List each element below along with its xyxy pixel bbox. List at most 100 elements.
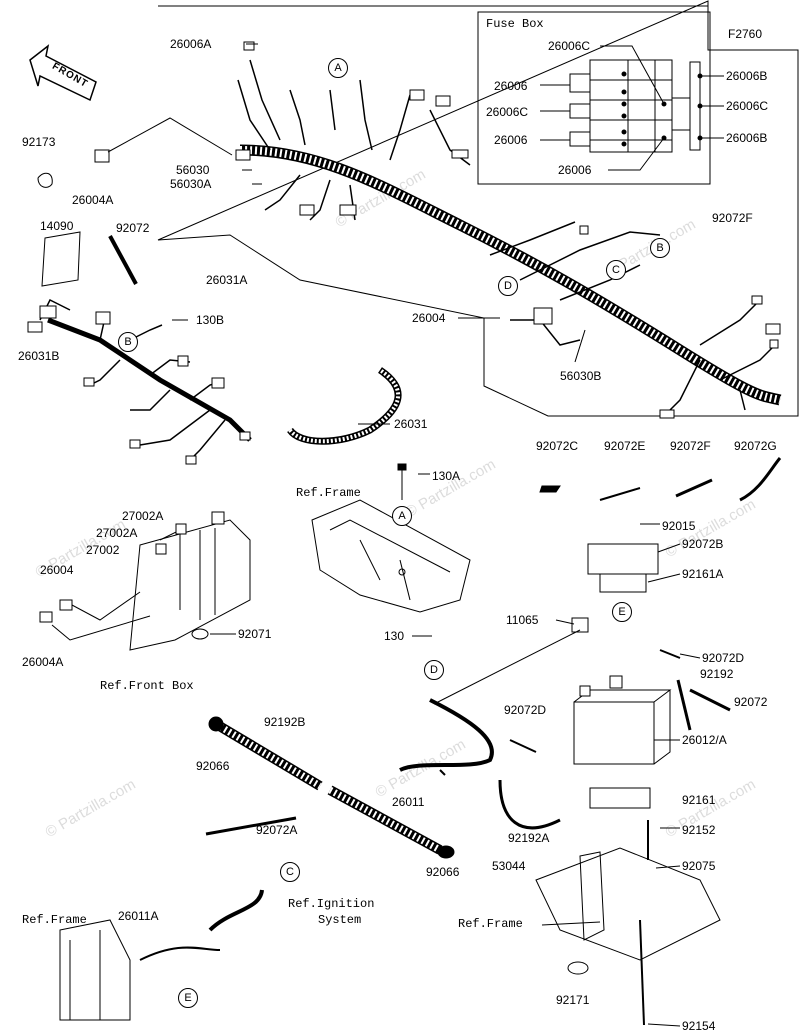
label-92192[interactable]: 92192 bbox=[700, 667, 734, 681]
harness-branches bbox=[237, 59, 776, 411]
callout-c: C bbox=[280, 862, 300, 882]
label-130B[interactable]: 130B bbox=[196, 313, 225, 327]
label-ref-front-box: Ref.Front Box bbox=[100, 679, 194, 693]
callout-c: C bbox=[606, 260, 626, 280]
tie-92072D-mid bbox=[509, 739, 537, 753]
label-11065[interactable]: 11065 bbox=[506, 613, 539, 627]
part-92071-grommet bbox=[191, 628, 209, 640]
label-53044[interactable]: 53044 bbox=[492, 859, 526, 873]
tie-92072E bbox=[599, 487, 641, 501]
battery-holddown-92072B bbox=[587, 543, 659, 575]
part-92072-tie bbox=[108, 235, 138, 285]
label-92152[interactable]: 92152 bbox=[682, 823, 716, 837]
label-26006C[interactable]: 26006C bbox=[548, 39, 591, 53]
battery-26012 bbox=[573, 701, 655, 765]
cable-26011A bbox=[139, 946, 221, 961]
label-92072A[interactable]: 92072A bbox=[256, 823, 298, 837]
leader bbox=[540, 103, 590, 119]
callout-d: D bbox=[498, 276, 518, 296]
leader bbox=[51, 615, 151, 641]
label-26031B[interactable]: 26031B bbox=[18, 349, 60, 363]
label-26031[interactable]: 26031 bbox=[394, 417, 428, 431]
label-92072C[interactable]: 92072C bbox=[536, 439, 579, 453]
label-26006[interactable]: 26006 bbox=[558, 163, 592, 177]
label-26006B[interactable]: 26006B bbox=[726, 131, 768, 145]
tie-92072C bbox=[539, 485, 561, 493]
label-14090[interactable]: 14090 bbox=[40, 219, 74, 233]
callout-b: B bbox=[650, 238, 670, 258]
part-92171 bbox=[567, 961, 589, 975]
label-130[interactable]: 130 bbox=[384, 629, 405, 643]
label-92015[interactable]: 92015 bbox=[662, 519, 696, 533]
label-92192B[interactable]: 92192B bbox=[264, 715, 306, 729]
pad-92161A bbox=[599, 573, 647, 593]
callout-e: E bbox=[612, 602, 632, 622]
label-27002A[interactable]: 27002A bbox=[96, 526, 138, 540]
label-26004[interactable]: 26004 bbox=[40, 563, 74, 577]
label-26012A[interactable]: 26012/A bbox=[682, 733, 727, 747]
label-26006[interactable]: 26006 bbox=[494, 133, 528, 147]
label-26006A[interactable]: 26006A bbox=[170, 37, 212, 51]
label-56030A[interactable]: 56030A bbox=[170, 177, 212, 191]
part-92173-clip bbox=[37, 172, 53, 188]
part-26004A-connector bbox=[94, 149, 110, 163]
label-26011A[interactable]: 26011A bbox=[118, 909, 159, 923]
harness-connectors bbox=[235, 41, 781, 419]
label-130A[interactable]: 130A bbox=[432, 469, 461, 483]
label-26031A[interactable]: 26031A bbox=[206, 273, 248, 287]
leader-lines bbox=[172, 43, 701, 1027]
label-92171[interactable]: 92171 bbox=[556, 993, 590, 1007]
label-27002A[interactable]: 27002A bbox=[122, 509, 164, 523]
label-92173[interactable]: 92173 bbox=[22, 135, 56, 149]
callout-d: D bbox=[424, 660, 444, 680]
front-arrow-shape bbox=[29, 44, 97, 102]
sub-harness-26031B-connectors bbox=[27, 305, 251, 465]
part-14090-pad bbox=[41, 231, 81, 287]
label-92161A[interactable]: 92161A bbox=[682, 567, 724, 581]
label-ref-frame: Ref.Frame bbox=[458, 917, 523, 931]
part-11065-cap bbox=[571, 617, 589, 633]
label-ref-ignition: Ref.Ignition bbox=[288, 897, 375, 911]
label-27002[interactable]: 27002 bbox=[86, 543, 120, 557]
leader bbox=[107, 117, 233, 156]
label-92072D[interactable]: 92072D bbox=[702, 651, 745, 665]
label-92154[interactable]: 92154 bbox=[682, 1019, 716, 1033]
label-92072B[interactable]: 92072B bbox=[682, 537, 724, 551]
coiled-harness-26031 bbox=[287, 367, 402, 445]
label-92075[interactable]: 92075 bbox=[682, 859, 716, 873]
label-26006C[interactable]: 26006C bbox=[486, 105, 529, 119]
tie-92072D-right bbox=[659, 649, 681, 659]
label-92072D[interactable]: 92072D bbox=[504, 703, 547, 717]
callout-e: E bbox=[178, 988, 198, 1008]
label-26004A[interactable]: 26004A bbox=[22, 655, 64, 669]
label-92072F[interactable]: 92072F bbox=[712, 211, 753, 225]
label-26006[interactable]: 26006 bbox=[494, 79, 528, 93]
label-92072G[interactable]: 92072G bbox=[734, 439, 777, 453]
label-26004[interactable]: 26004 bbox=[412, 311, 446, 325]
fuse-box-outline bbox=[477, 11, 711, 185]
label-92072E[interactable]: 92072E bbox=[604, 439, 646, 453]
label-26006B[interactable]: 26006B bbox=[726, 69, 768, 83]
frame-bottom-left bbox=[59, 919, 131, 1021]
part-26004-connector bbox=[59, 599, 73, 611]
label-92072[interactable]: 92072 bbox=[116, 221, 150, 235]
label-92192A[interactable]: 92192A bbox=[508, 831, 550, 845]
label-26011[interactable]: 26011 bbox=[392, 795, 425, 809]
tie-92072F bbox=[675, 478, 713, 498]
label-26004A[interactable]: 26004A bbox=[72, 193, 114, 207]
label-56030B[interactable]: 56030B bbox=[560, 369, 602, 383]
label-92066[interactable]: 92066 bbox=[196, 759, 230, 773]
callout-b: B bbox=[118, 332, 138, 352]
label-92072F[interactable]: 92072F bbox=[670, 439, 711, 453]
label-92072[interactable]: 92072 bbox=[734, 695, 768, 709]
label-92071[interactable]: 92071 bbox=[238, 627, 272, 641]
label-56030[interactable]: 56030 bbox=[176, 163, 210, 177]
label-92066[interactable]: 92066 bbox=[426, 865, 460, 879]
label-92161[interactable]: 92161 bbox=[682, 793, 716, 807]
callout-a: A bbox=[328, 58, 348, 78]
fuse-box-title: Fuse Box bbox=[486, 17, 544, 31]
label-26006C[interactable]: 26006C bbox=[726, 99, 769, 113]
leader bbox=[540, 131, 590, 147]
